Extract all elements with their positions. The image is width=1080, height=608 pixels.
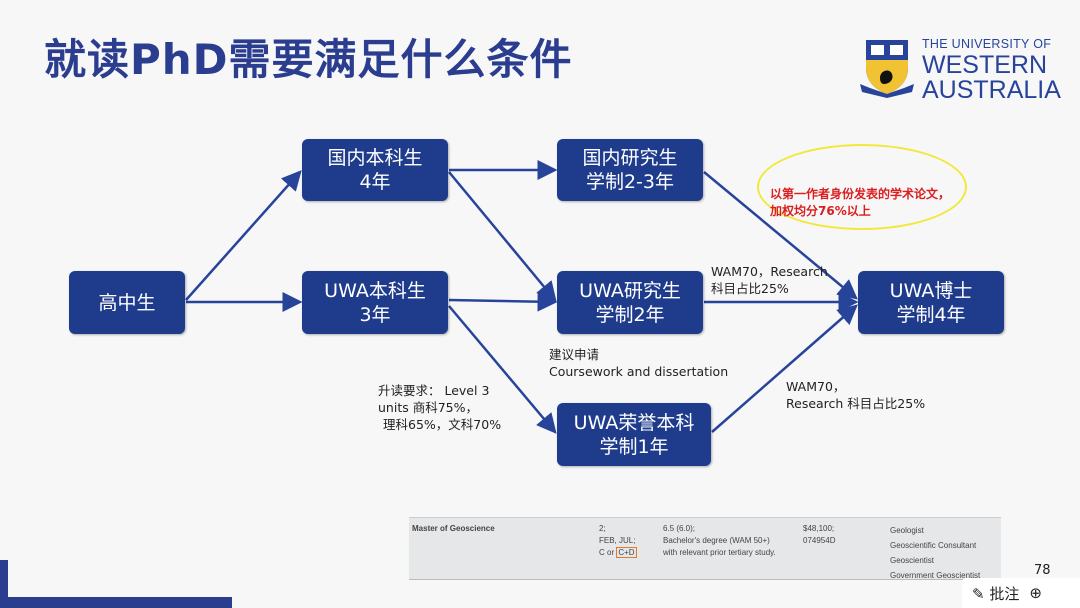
node-label: UWA本科生 bbox=[324, 279, 426, 302]
note-line: 理科65%，文科70% bbox=[383, 417, 502, 432]
arrow-honours-phd bbox=[711, 304, 858, 433]
decor-bar-horizontal bbox=[0, 597, 232, 608]
note-honours-requirement: 升读要求： Level 3 units 商科75%， 理科65%，文科70% bbox=[378, 382, 501, 433]
highlight-circle bbox=[757, 144, 967, 230]
node-sub: 学制1年 bbox=[599, 435, 669, 458]
cell-line: 074954D bbox=[803, 536, 836, 545]
cell-line: Geologist bbox=[890, 526, 924, 535]
cell-line: with relevant prior tertiary study. bbox=[663, 548, 776, 557]
node-label: 国内本科生 bbox=[327, 147, 423, 169]
course-name: Master of Geoscience bbox=[412, 524, 495, 533]
cell-line: Government Geoscientist bbox=[890, 571, 981, 580]
viewer-toolbar: ✎ 批注 ⊕ bbox=[962, 578, 1080, 608]
node-uwa-honours: UWA荣誉本科学制1年 bbox=[557, 403, 711, 466]
decor-bar-vertical bbox=[0, 560, 8, 608]
uwa-logo: THE UNIVERSITY OF WESTERN AUSTRALIA bbox=[860, 38, 1061, 102]
node-label: 高中生 bbox=[98, 291, 156, 314]
arrow-dug-uwapg bbox=[448, 171, 557, 302]
cell-line: FEB, JUL; bbox=[599, 536, 636, 545]
note-line: 以第一作者身份发表的学术论文， bbox=[770, 187, 951, 201]
node-uwa-phd: UWA博士学制4年 bbox=[858, 271, 1004, 334]
node-sub: 学制2-3年 bbox=[585, 171, 675, 193]
cell-line: Geoscientific Consultant bbox=[890, 541, 977, 550]
page-title: 就读PhD需要满足什么条件 bbox=[44, 35, 573, 84]
annotate-button[interactable]: ✎ 批注 bbox=[972, 583, 1019, 604]
note-recommend: 建议申请 Coursework and dissertation bbox=[549, 346, 728, 380]
node-high-school: 高中生 bbox=[69, 271, 185, 334]
annotate-label: 批注 bbox=[989, 584, 1020, 603]
node-label: 国内研究生 bbox=[582, 147, 678, 169]
node-sub: 学制4年 bbox=[896, 303, 966, 326]
note-line: Coursework and dissertation bbox=[549, 364, 729, 379]
arrow-uug-honours bbox=[448, 305, 557, 434]
page-number: 78 bbox=[1034, 563, 1051, 578]
highlighted-cell: C+D bbox=[616, 547, 637, 558]
logo-line1: THE UNIVERSITY OF bbox=[922, 37, 1052, 51]
cell-line: $48,100; bbox=[803, 524, 835, 533]
cell-line: 2; bbox=[599, 524, 606, 533]
highlight-note: 以第一作者身份发表的学术论文， 加权均分76%以上 bbox=[770, 186, 950, 220]
course-entry: 6.5 (6.0); Bachelor's degree (WAM 50+) wit… bbox=[663, 523, 776, 559]
uwa-crest-icon bbox=[860, 40, 914, 98]
note-line: 加权均分76%以上 bbox=[770, 204, 871, 218]
node-label: UWA荣誉本科 bbox=[573, 411, 695, 434]
node-sub: 3年 bbox=[359, 303, 391, 326]
cell-line: Geoscientist bbox=[890, 556, 935, 565]
pen-icon: ✎ bbox=[972, 584, 985, 603]
zoom-in-icon[interactable]: ⊕ bbox=[1029, 584, 1042, 602]
arrow-hs-domestic bbox=[185, 170, 302, 301]
note-line: 建议申请 bbox=[549, 347, 600, 362]
node-uwa-postgrad: UWA研究生学制2年 bbox=[557, 271, 703, 334]
note-line: WAM70， bbox=[786, 379, 846, 394]
note-line: units 商科75%， bbox=[378, 400, 478, 415]
arrow-uug-uwapg bbox=[448, 291, 558, 312]
logo-line3: AUSTRALIA bbox=[922, 75, 1061, 104]
node-label: UWA博士 bbox=[889, 279, 973, 302]
note-line: Research 科目占比25% bbox=[786, 396, 926, 411]
note-line: 科目占比25% bbox=[711, 281, 789, 296]
arrow-dpg-phd bbox=[703, 171, 858, 300]
cell-line: 6.5 (6.0); bbox=[663, 524, 696, 533]
note-pg-to-phd: WAM70，Research 科目占比25% bbox=[711, 263, 828, 297]
note-line: 升读要求： Level 3 bbox=[378, 383, 490, 398]
note-line: WAM70，Research bbox=[711, 264, 828, 279]
cell-line: C or bbox=[599, 548, 615, 557]
node-sub: 学制2年 bbox=[595, 303, 665, 326]
node-sub: 4年 bbox=[359, 171, 391, 193]
node-domestic-postgrad: 国内研究生学制2-3年 bbox=[557, 139, 703, 201]
course-fee: $48,100; 074954D bbox=[803, 523, 835, 547]
course-table-row: Master of Geoscience 2; FEB, JUL; C or C+D… bbox=[409, 517, 1001, 580]
logo-line2: WESTERN bbox=[922, 50, 1047, 79]
course-duration: 2; FEB, JUL; C or C+D bbox=[599, 523, 637, 559]
note-honours-to-phd: WAM70， Research 科目占比25% bbox=[786, 378, 925, 412]
node-label: UWA研究生 bbox=[579, 279, 681, 302]
cell-line: Bachelor's degree (WAM 50+) bbox=[663, 536, 770, 545]
